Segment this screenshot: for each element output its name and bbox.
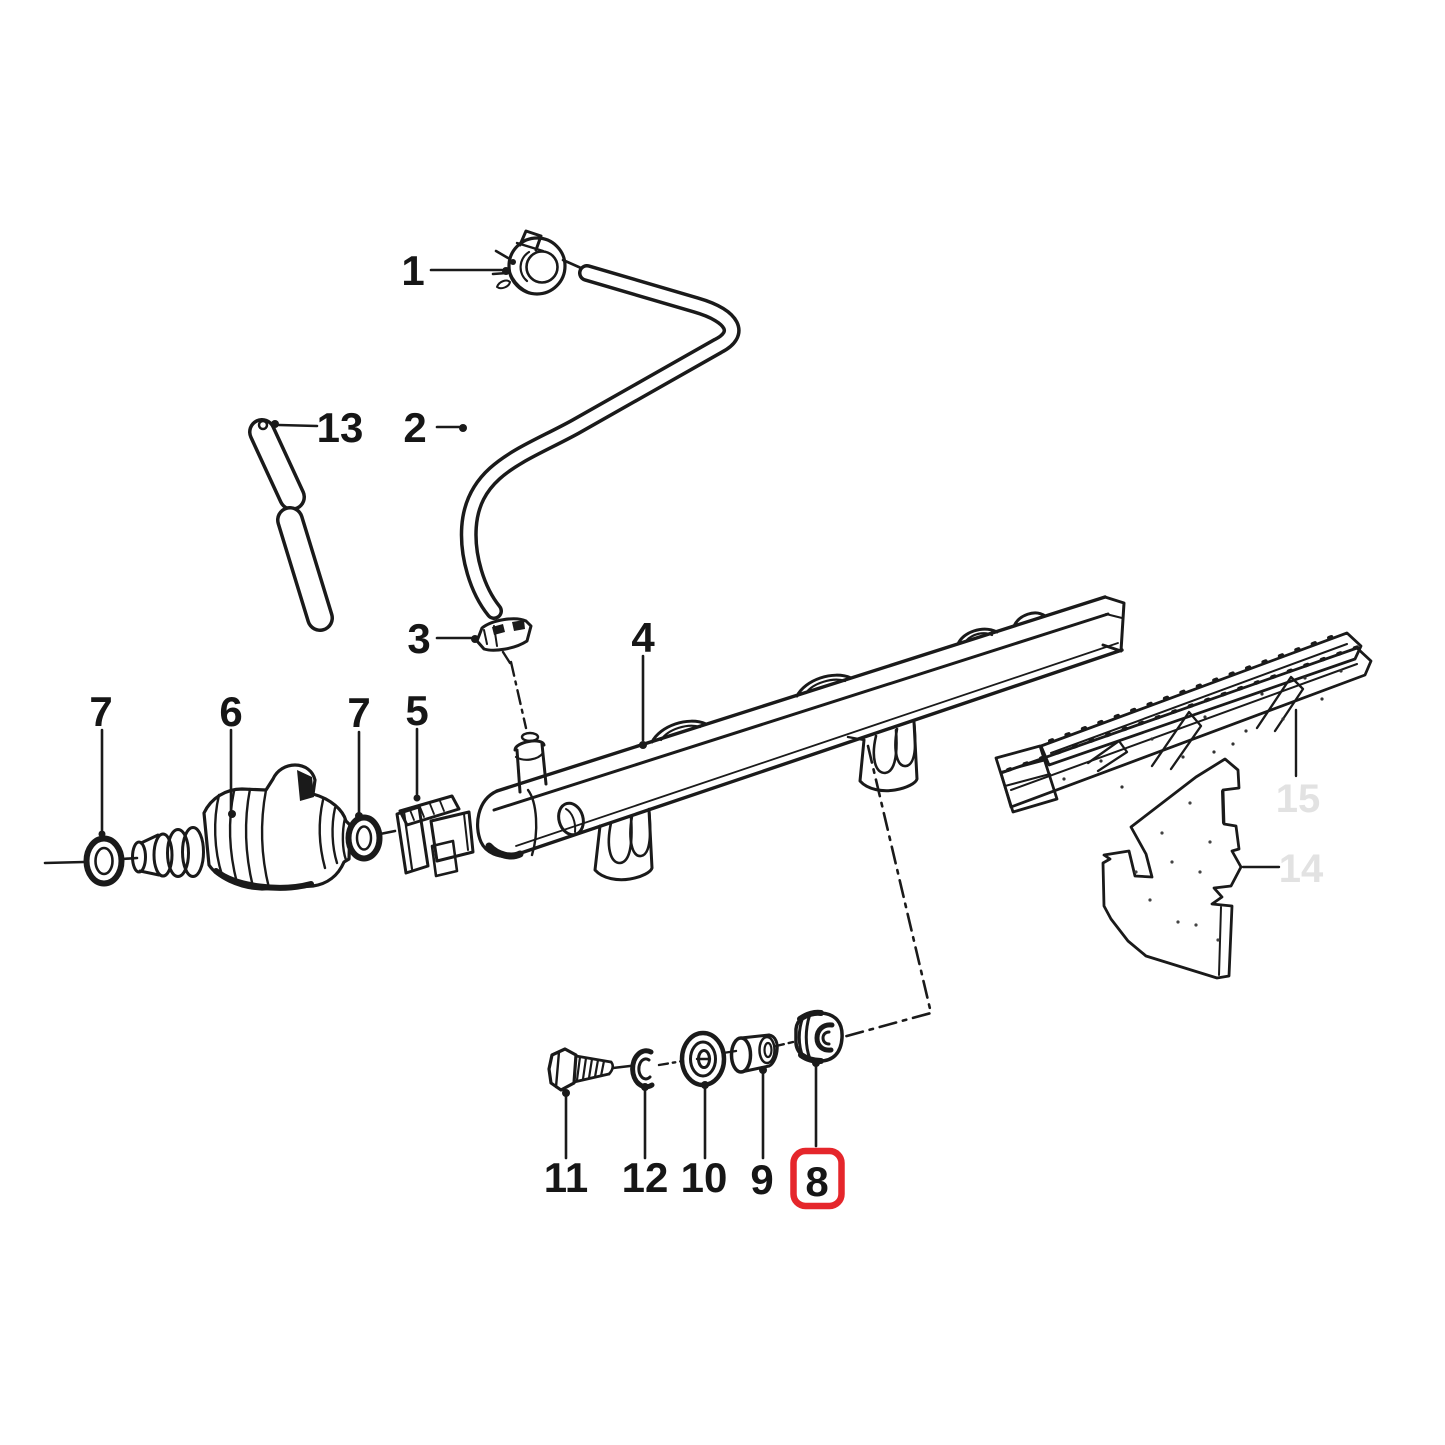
fuel-rail [475, 595, 1126, 882]
bleeder-valve [491, 229, 583, 296]
cable-duct [994, 630, 1373, 814]
fuel-injector [131, 763, 352, 891]
protective-tubes [248, 418, 334, 632]
callout-9: 9 [750, 1156, 773, 1203]
lock-washer [630, 1048, 655, 1090]
highlighted-part-box[interactable] [790, 1147, 845, 1210]
spacer-bushing [729, 1033, 779, 1074]
hex-bolt [547, 1047, 632, 1092]
callout-10: 10 [681, 1154, 728, 1201]
callout-11: 11 [544, 1154, 588, 1201]
hose-clamp [475, 617, 533, 665]
callout-8-highlighted[interactable]: 8 [805, 1158, 828, 1205]
o-ring-left [43, 835, 139, 887]
callout-labels: 1 2 13 3 4 7 6 7 5 15 14 11 12 10 9 8 [89, 247, 1324, 1205]
callout-12: 12 [622, 1154, 669, 1201]
callout-7-left: 7 [89, 688, 112, 735]
callout-7-right: 7 [347, 689, 370, 736]
callout-5: 5 [405, 687, 428, 734]
fuel-hose [459, 264, 741, 620]
callout-4: 4 [631, 614, 655, 661]
rubber-grommet [794, 1009, 844, 1064]
callout-14-muted: 14 [1279, 847, 1324, 891]
callout-3: 3 [407, 615, 430, 662]
callout-leader-lines [98, 267, 1298, 1160]
callout-15-muted: 15 [1276, 777, 1321, 821]
mounting-bracket-plate [1101, 757, 1243, 980]
callout-1: 1 [401, 247, 424, 294]
callout-6: 6 [219, 688, 242, 735]
callout-2: 2 [403, 404, 426, 451]
callout-13: 13 [317, 404, 364, 451]
injector-holder [395, 794, 475, 878]
o-ring-right [345, 814, 397, 862]
assembly-centerlines [509, 660, 933, 1067]
washer [679, 1030, 738, 1088]
